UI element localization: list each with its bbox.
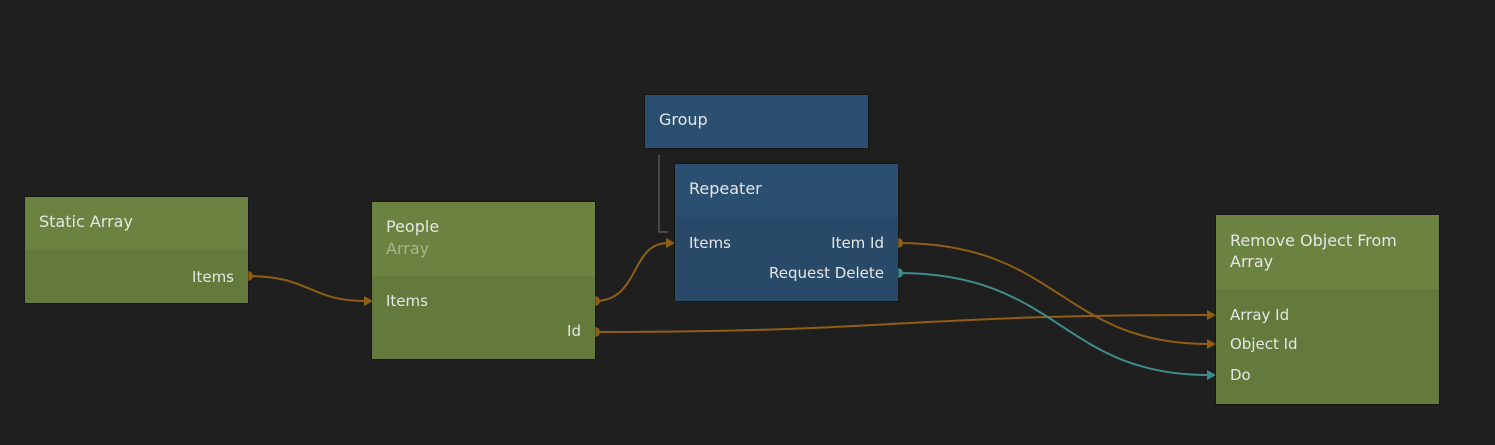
group-child-bracket: [658, 155, 668, 233]
wire-people-to-repeater-items[interactable]: [594, 242, 669, 302]
node-title: Remove Object From Array: [1216, 215, 1439, 289]
arrow-icon: [1207, 339, 1216, 349]
node-title: Static Array: [25, 197, 248, 250]
port-items[interactable]: Items: [192, 268, 234, 286]
arrow-icon: [1207, 370, 1216, 380]
port-array-id[interactable]: Array Id: [1230, 306, 1290, 324]
arrow-icon: [1207, 310, 1216, 320]
port-object-id[interactable]: Object Id: [1230, 335, 1298, 353]
wire-request-delete-to-do[interactable]: [897, 272, 1210, 376]
node-subtitle: Array: [386, 239, 430, 258]
node-remove-object-from-array[interactable]: Remove Object From Array Array Id Object…: [1215, 214, 1440, 405]
port-do[interactable]: Do: [1230, 366, 1251, 384]
port-items[interactable]: Items: [689, 234, 731, 252]
port-id[interactable]: Id: [567, 322, 581, 340]
node-group[interactable]: Group: [644, 94, 869, 149]
port-items[interactable]: Items: [386, 292, 428, 310]
node-static-array[interactable]: Static Array Items: [24, 196, 249, 304]
arrow-icon: [364, 296, 373, 306]
port-request-delete[interactable]: Request Delete: [769, 264, 884, 282]
arrow-icon: [666, 238, 675, 248]
node-title: People: [386, 217, 440, 236]
port-item-id[interactable]: Item Id: [831, 234, 884, 252]
wire-itemid-to-object-id[interactable]: [897, 242, 1210, 345]
wire-people-id-to-array-id[interactable]: [594, 314, 1210, 333]
node-title: Group: [645, 95, 868, 148]
node-title: Repeater: [675, 164, 898, 217]
node-repeater[interactable]: Repeater Items Item Id Request Delete: [674, 163, 899, 302]
wire-static-items-to-people-items[interactable]: [247, 275, 366, 302]
